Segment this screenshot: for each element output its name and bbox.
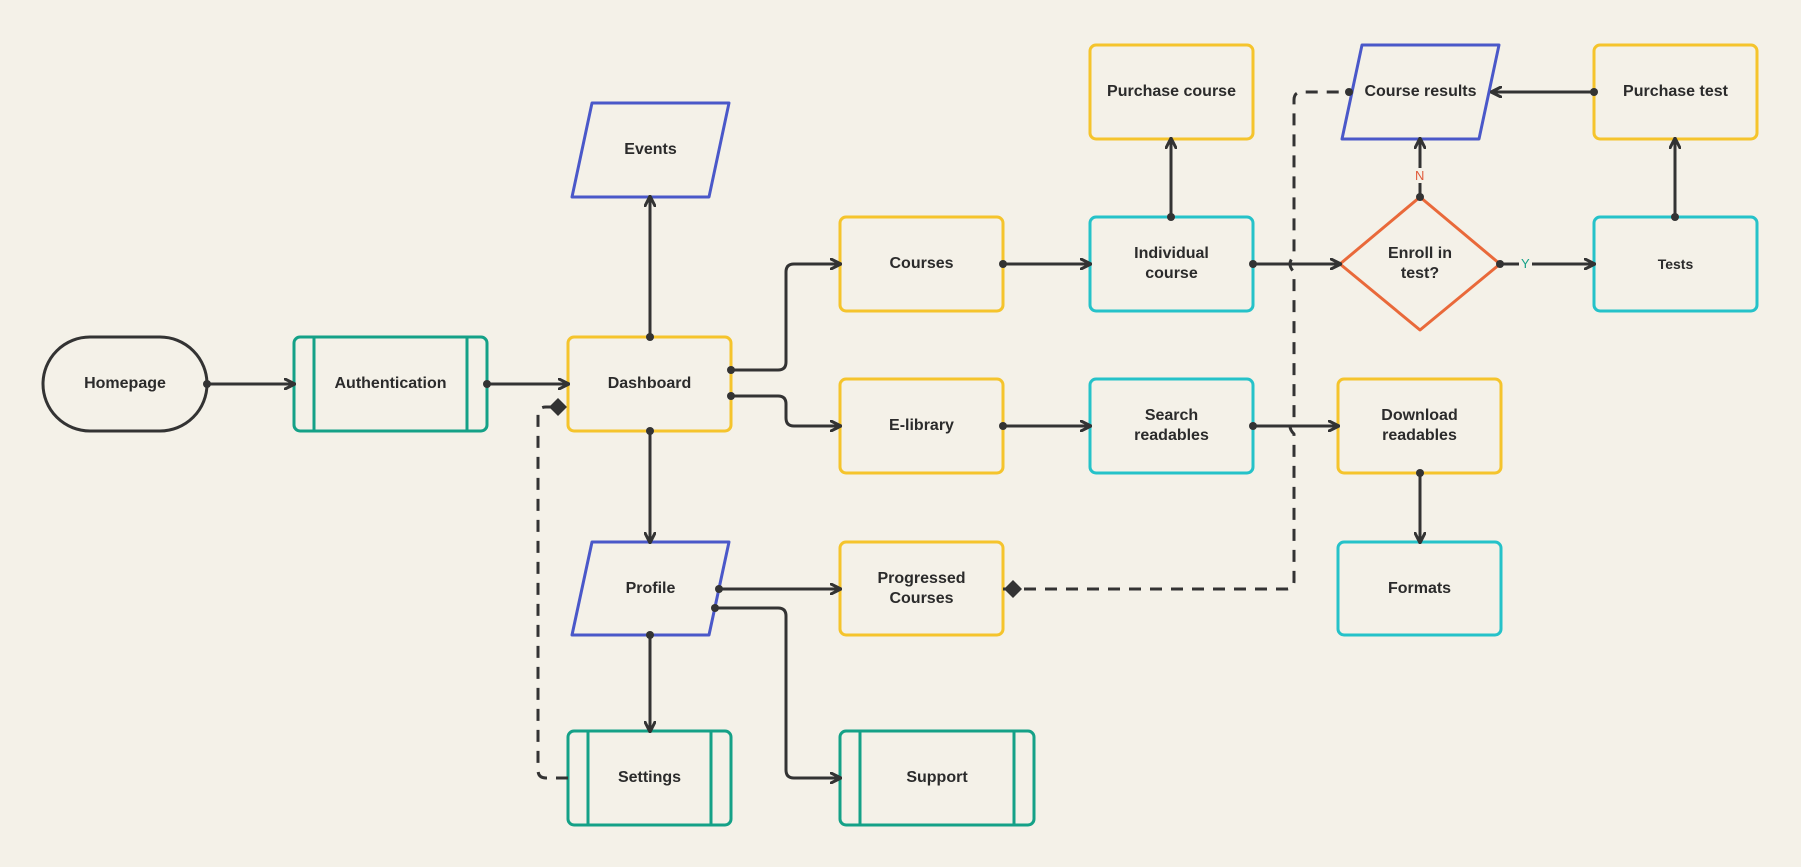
settings-label: Settings xyxy=(617,769,682,786)
dashboard-node[interactable]: Dashboard xyxy=(568,337,731,431)
enroll-in-test-node[interactable]: Enroll in test? xyxy=(1360,222,1480,306)
edge-profile-support xyxy=(715,606,840,778)
edge-label-yes: Y xyxy=(1519,256,1532,271)
settings-node[interactable]: Settings xyxy=(568,731,731,825)
authentication-label: Authentication xyxy=(334,375,447,392)
purchase-course-label: Purchase course xyxy=(1107,83,1236,100)
dashboard-label: Dashboard xyxy=(607,375,692,392)
edge-progressed-results-dashed xyxy=(1003,90,1349,591)
progressed-courses-label: Progressed Courses xyxy=(877,569,966,607)
enroll-in-test-shape xyxy=(1338,195,1502,332)
diamond-marker-progressed xyxy=(1004,580,1022,598)
purchase-course-node[interactable]: Purchase course xyxy=(1090,45,1253,139)
courses-label: Courses xyxy=(889,255,954,272)
courses-node[interactable]: Courses xyxy=(840,217,1003,311)
individual-course-node[interactable]: Individual course xyxy=(1090,217,1253,311)
search-readables-node[interactable]: Search readables xyxy=(1090,379,1253,473)
diamond-marker-dashboard xyxy=(549,398,567,416)
tests-node[interactable]: Tests xyxy=(1594,217,1757,311)
download-readables-label: Download readables xyxy=(1381,407,1458,444)
authentication-node[interactable]: Authentication xyxy=(294,337,487,431)
edge-dashboard-courses xyxy=(731,264,840,372)
purchase-test-node[interactable]: Purchase test xyxy=(1594,45,1757,139)
individual-course-label: Individual course xyxy=(1134,245,1209,282)
enroll-in-test-label: Enroll in test? xyxy=(1388,245,1452,282)
profile-shape xyxy=(570,540,731,637)
purchase-test-label: Purchase test xyxy=(1623,83,1728,100)
formats-node[interactable]: Formats xyxy=(1338,542,1501,635)
profile-label: Profile xyxy=(625,579,676,597)
formats-label: Formats xyxy=(1387,579,1452,597)
search-readables-label: Search readables xyxy=(1134,407,1209,444)
edge-dashboard-elibrary xyxy=(731,394,840,426)
events-node[interactable]: Events xyxy=(572,103,729,197)
edge-label-no: N xyxy=(1414,168,1426,183)
progressed-courses-node[interactable]: Progressed Courses xyxy=(840,542,1003,635)
connector-dots xyxy=(203,88,1679,639)
course-results-node[interactable]: Course results xyxy=(1342,45,1499,139)
homepage-label: Homepage xyxy=(84,375,166,392)
events-shape xyxy=(570,101,731,199)
elibrary-node[interactable]: E-library xyxy=(840,379,1003,473)
profile-node[interactable]: Profile xyxy=(572,542,729,635)
course-results-label: Course results xyxy=(1364,83,1477,100)
course-results-shape xyxy=(1340,43,1501,141)
download-readables-node[interactable]: Download readables xyxy=(1338,379,1501,473)
elibrary-label: E-library xyxy=(889,417,954,434)
edge-settings-dashboard-dashed xyxy=(536,405,568,780)
support-label: Support xyxy=(906,769,968,786)
tests-label: Tests xyxy=(1657,256,1694,272)
homepage-node[interactable]: Homepage xyxy=(43,337,207,431)
events-label: Events xyxy=(624,141,677,158)
support-node[interactable]: Support xyxy=(840,731,1034,825)
